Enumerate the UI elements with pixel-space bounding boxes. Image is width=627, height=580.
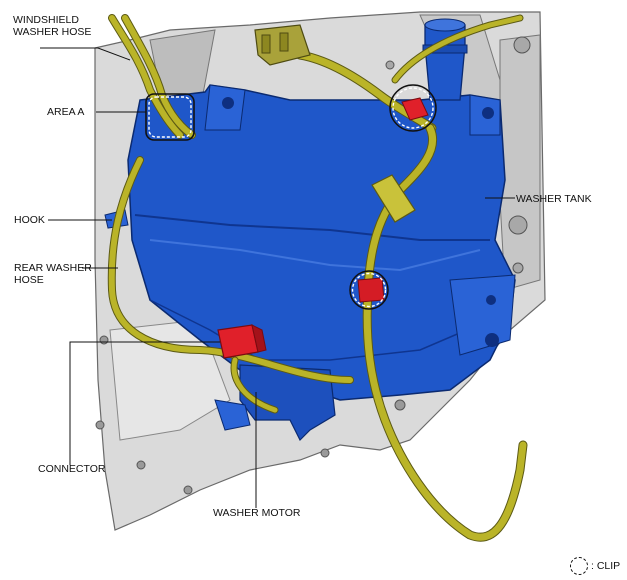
clip-legend-label: : CLIP [591, 560, 621, 572]
windshield-washer-hose [107, 14, 528, 542]
label-washer-motor: WASHER MOTOR [213, 507, 301, 519]
leader-lines [40, 47, 515, 508]
label-rear-washer-hose-line1: REAR WASHER [14, 262, 92, 274]
label-connector: CONNECTOR [38, 463, 106, 475]
hose-grommet [254, 24, 311, 66]
clip-circle-upper [389, 84, 437, 132]
label-rear-washer-hose: REAR WASHER HOSE [14, 262, 92, 286]
label-washer-tank: WASHER TANK [516, 193, 592, 205]
clip-circle-lower-inner [351, 272, 387, 308]
label-windshield-washer-hose-line1: WINDSHIELD [13, 14, 79, 26]
label-hook: HOOK [14, 214, 45, 226]
connector-red [217, 324, 267, 359]
clip-red-lower [357, 277, 385, 303]
label-windshield-washer-hose-line2: WASHER HOSE [13, 26, 92, 38]
label-windshield-washer-hose: WINDSHIELD WASHER HOSE [13, 14, 91, 38]
label-rear-washer-hose-line2: HOSE [14, 274, 44, 286]
clip-circle-upper-inner [392, 87, 434, 129]
area-a-box-inner [148, 96, 192, 138]
clip-red-upper [401, 97, 429, 121]
clip-circle-lower [349, 270, 389, 310]
label-area-a: AREA A [47, 106, 85, 118]
clip-legend-icon [570, 557, 588, 575]
area-a-box [145, 93, 195, 141]
clip-legend: : CLIP [570, 557, 620, 575]
